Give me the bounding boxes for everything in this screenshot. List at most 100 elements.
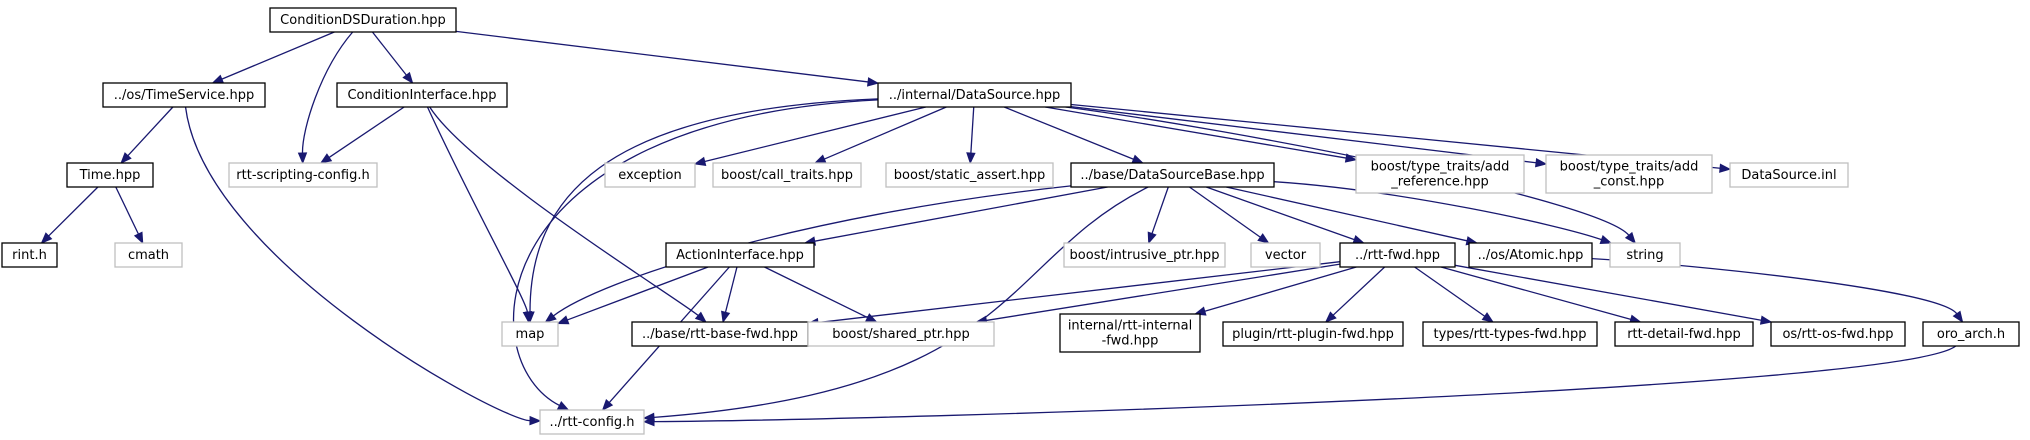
edge-actioninterface-to-map: [567, 266, 709, 321]
node-map: map: [501, 321, 559, 347]
node-label-time: Time.hpp: [79, 168, 141, 183]
node-label-rtt-scripting-config: rtt-scripting-config.h: [236, 168, 369, 183]
node-rint[interactable]: rint.h: [1, 242, 58, 268]
arrowhead-timeservice-to-time: [120, 152, 132, 164]
node-rtt-types-fwd[interactable]: types/rtt-types-fwd.hpp: [1422, 321, 1598, 347]
node-boost-shared-ptr: boost/shared_ptr.hpp: [807, 321, 995, 347]
node-rtt-plugin-fwd[interactable]: plugin/rtt-plugin-fwd.hpp: [1222, 321, 1404, 347]
node-boost-intrusive-ptr: boost/intrusive_ptr.hpp: [1063, 242, 1226, 268]
node-box-string: [1609, 242, 1681, 268]
node-box-datasource-inl: [1729, 162, 1849, 188]
node-rtt-base-fwd[interactable]: ../base/rtt-base-fwd.hpp: [631, 321, 809, 347]
edge-datasource-to-boost-call-traits: [824, 106, 947, 160]
arrowhead-datasourcebase-to-map: [544, 311, 557, 323]
arrowhead-actioninterface-to-rtt-config: [601, 398, 614, 412]
node-datasource[interactable]: ../internal/DataSource.hpp: [877, 82, 1072, 108]
node-datasourcebase[interactable]: ../base/DataSourceBase.hpp: [1070, 162, 1275, 188]
node-rtt-fwd[interactable]: ../rtt-fwd.hpp: [1339, 242, 1456, 268]
node-label-boost-add-reference: _reference.hpp: [1390, 175, 1488, 190]
node-boost-static-assert: boost/static_assert.hpp: [885, 162, 1054, 188]
edge-datasourcebase-to-actioninterface: [814, 186, 1108, 242]
arrowhead-datasourcebase-to-vector: [1257, 233, 1270, 244]
node-box-boost-static-assert: [885, 162, 1054, 188]
node-atomic[interactable]: ../os/Atomic.hpp: [1468, 242, 1593, 268]
node-label-conditioninterface: ConditionInterface.hpp: [347, 88, 496, 103]
node-timeservice[interactable]: ../os/TimeService.hpp: [102, 82, 266, 108]
edge-conditioninterface-to-rtt-scripting-config: [328, 106, 405, 158]
node-label-map: map: [516, 327, 545, 342]
node-label-atomic: ../os/Atomic.hpp: [1478, 248, 1584, 263]
node-box-exception: [604, 162, 696, 188]
arrowhead-datasourcebase-to-boost-intrusive-ptr: [1147, 231, 1157, 245]
arrowhead-datasource-to-boost-call-traits: [813, 154, 827, 164]
node-box-rtt-fwd: [1339, 242, 1456, 268]
node-box-cmath: [114, 242, 183, 268]
arrowhead-datasource-to-datasourcebase: [1131, 154, 1145, 164]
arrowhead-datasource-to-boost-add-reference: [1344, 153, 1358, 163]
arrowhead-rtt-fwd-to-rtt-types-fwd: [1481, 312, 1495, 323]
node-box-datasourcebase: [1070, 162, 1275, 188]
node-label-boost-intrusive-ptr: boost/intrusive_ptr.hpp: [1070, 248, 1220, 263]
arrowhead-time-to-cmath: [133, 231, 144, 245]
edges-layer: [40, 30, 1964, 427]
arrowhead-conditiondsduration-to-rtt-scripting-config: [297, 152, 308, 165]
node-box-rtt-detail-fwd: [1614, 321, 1754, 347]
node-label-rint: rint.h: [12, 248, 47, 263]
node-label-actioninterface: ActionInterface.hpp: [676, 248, 804, 263]
edge-conditiondsduration-to-conditioninterface: [371, 31, 407, 76]
node-box-rtt-types-fwd: [1422, 321, 1598, 347]
node-box-timeservice: [102, 82, 266, 108]
arrowhead-conditiondsduration-to-conditioninterface: [402, 71, 414, 85]
node-box-datasource: [877, 82, 1072, 108]
node-label-timeservice: ../os/TimeService.hpp: [114, 88, 255, 103]
edge-actioninterface-to-boost-shared-ptr: [764, 266, 868, 319]
node-rtt-detail-fwd[interactable]: rtt-detail-fwd.hpp: [1614, 321, 1754, 347]
arrowhead-rtt-fwd-to-rtt-os-fwd: [1759, 315, 1773, 325]
node-box-atomic: [1468, 242, 1593, 268]
edge-time-to-rint: [48, 186, 99, 237]
edge-time-to-cmath: [115, 186, 139, 235]
node-label-rtt-plugin-fwd: plugin/rtt-plugin-fwd.hpp: [1232, 327, 1394, 342]
node-label-datasource: ../internal/DataSource.hpp: [889, 88, 1060, 103]
node-conditiondsduration: ConditionDSDuration.hpp: [269, 7, 457, 33]
edge-rtt-fwd-to-rtt-base-fwd: [817, 261, 1341, 324]
node-box-rtt-scripting-config: [228, 162, 378, 188]
node-box-boost-add-reference: [1355, 154, 1525, 194]
node-box-oro-arch: [1922, 321, 2020, 347]
node-label-rtt-types-fwd: types/rtt-types-fwd.hpp: [1433, 327, 1586, 342]
node-box-actioninterface: [665, 242, 815, 268]
edge-rtt-fwd-to-rtt-os-fwd: [1454, 264, 1762, 321]
edge-datasource-to-map: [529, 98, 879, 313]
edge-datasource-to-datasourcebase: [1003, 106, 1134, 160]
node-label-rtt-fwd: ../rtt-fwd.hpp: [1355, 248, 1440, 263]
edge-datasource-to-rtt-config: [512, 99, 879, 407]
edge-datasource-to-boost-add-const: [1070, 106, 1537, 164]
arrowhead-datasource-to-rtt-config: [556, 401, 570, 411]
edge-conditiondsduration-to-rtt-scripting-config: [301, 31, 354, 154]
node-rtt-internal-fwd[interactable]: internal/rtt-internal-fwd.hpp: [1059, 313, 1201, 353]
node-time[interactable]: Time.hpp: [66, 162, 154, 188]
edge-datasource-to-boost-static-assert: [970, 106, 975, 154]
edge-rtt-fwd-to-rtt-detail-fwd: [1440, 266, 1632, 320]
node-actioninterface[interactable]: ActionInterface.hpp: [665, 242, 815, 268]
node-oro-arch[interactable]: oro_arch.h: [1922, 321, 2020, 347]
arrowhead-datasourcebase-to-string: [1599, 235, 1613, 244]
edge-datasourcebase-to-string: [1273, 181, 1602, 241]
node-rtt-os-fwd[interactable]: os/rtt-os-fwd.hpp: [1770, 321, 1906, 347]
edge-rtt-fwd-to-rtt-types-fwd: [1414, 266, 1486, 317]
node-box-rtt-internal-fwd: [1059, 313, 1201, 353]
node-string: string: [1609, 242, 1681, 268]
edge-datasource-to-boost-add-reference: [1045, 106, 1347, 159]
edge-datasourcebase-to-boost-intrusive-ptr: [1151, 186, 1169, 234]
arrowhead-datasource-to-boost-static-assert: [966, 152, 976, 165]
node-label-datasource-inl: DataSource.inl: [1741, 168, 1836, 183]
edge-timeservice-to-rtt-config: [184, 106, 531, 422]
arrowhead-conditiondsduration-to-timeservice: [211, 74, 225, 84]
edge-datasourcebase-to-atomic: [1226, 186, 1468, 242]
node-label-boost-add-reference: boost/type_traits/add: [1371, 160, 1510, 175]
node-box-vector: [1250, 242, 1321, 268]
nodes-layer: ConditionDSDuration.hpp ../os/TimeService…: [1, 7, 2020, 435]
edge-datasourcebase-to-rtt-fwd: [1206, 186, 1355, 241]
node-conditioninterface[interactable]: ConditionInterface.hpp: [336, 82, 508, 108]
